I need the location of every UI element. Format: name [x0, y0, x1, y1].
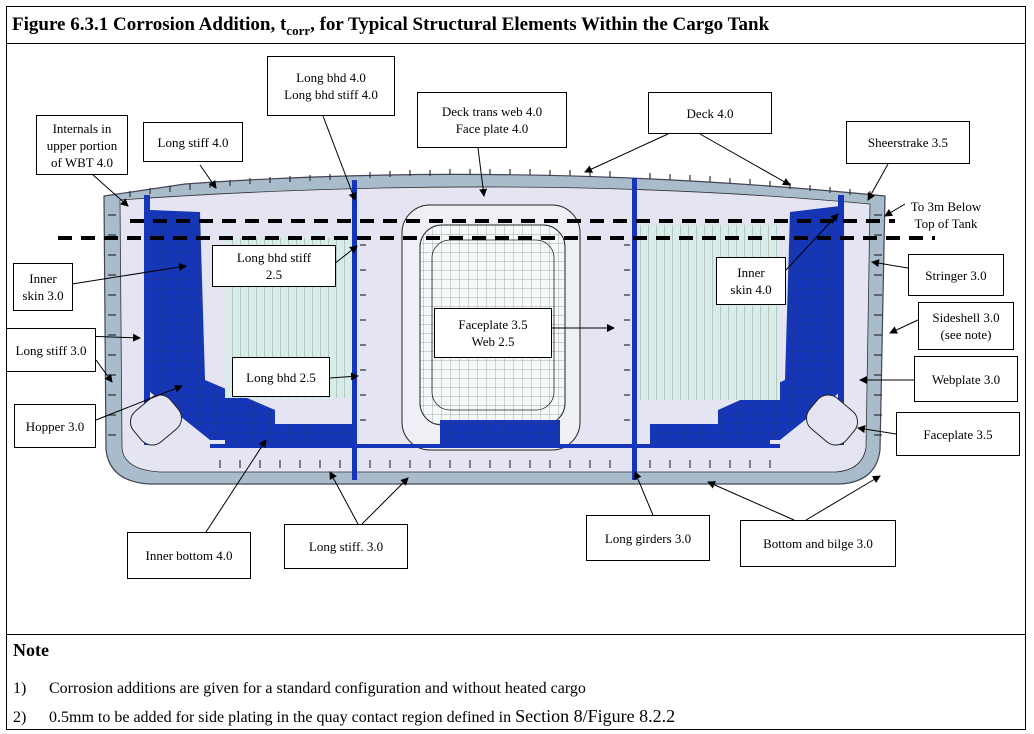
label-hopper: Hopper 3.0 [14, 404, 96, 448]
label-sideshell: Sideshell 3.0 (see note) [918, 302, 1014, 350]
label-long-girders: Long girders 3.0 [586, 515, 710, 561]
label-bottom-bilge: Bottom and bilge 3.0 [740, 520, 896, 567]
note-heading: Note [13, 640, 49, 660]
label-deck-trans-web: Deck trans web 4.0 Face plate 4.0 [417, 92, 567, 148]
note-item-2: 2)0.5mm to be added for side plating in … [13, 706, 676, 726]
left-bilge-opening [129, 394, 183, 446]
label-stringer: Stringer 3.0 [908, 254, 1004, 296]
label-faceplate-web: Faceplate 3.5 Web 2.5 [434, 308, 552, 358]
label-faceplate-right: Faceplate 3.5 [896, 412, 1020, 456]
label-deck: Deck 4.0 [648, 92, 772, 134]
long-bhd-right [632, 178, 637, 480]
note-separator [6, 634, 1026, 635]
note-item-1: 1)Corrosion additions are given for a st… [13, 680, 586, 697]
section-reference-link[interactable]: Section 8/Figure 8.2.2 [515, 706, 676, 726]
label-inner-skin-right: Inner skin 4.0 [716, 257, 786, 305]
right-bilge-opening [805, 394, 859, 446]
long-bhd-left [352, 180, 357, 480]
label-long-bhd-stiff: Long bhd stiff 2.5 [212, 245, 336, 287]
label-to-3m-below: To 3m Below Top of Tank [910, 199, 982, 231]
bottom-stiffeners [219, 460, 771, 468]
figure-title-row: Figure 6.3.1 Corrosion Addition, tcorr, … [6, 6, 1026, 44]
label-long-bhd-top: Long bhd 4.0 Long bhd stiff 4.0 [267, 56, 395, 116]
label-inner-bottom: Inner bottom 4.0 [127, 532, 251, 579]
label-sheerstrake: Sheerstrake 3.5 [846, 121, 970, 164]
label-long-stiff-top: Long stiff 4.0 [143, 122, 243, 162]
label-inner-skin-left: Inner skin 3.0 [13, 263, 73, 311]
label-long-bhd: Long bhd 2.5 [232, 357, 330, 397]
label-long-stiff-side: Long stiff 3.0 [6, 328, 96, 372]
figure-title: Figure 6.3.1 Corrosion Addition, tcorr, … [12, 14, 770, 38]
label-webplate: Webplate 3.0 [914, 356, 1018, 402]
label-long-stiff-bottom: Long stiff. 3.0 [284, 524, 408, 569]
label-internals-wbt: Internals in upper portion of WBT 4.0 [36, 115, 128, 175]
